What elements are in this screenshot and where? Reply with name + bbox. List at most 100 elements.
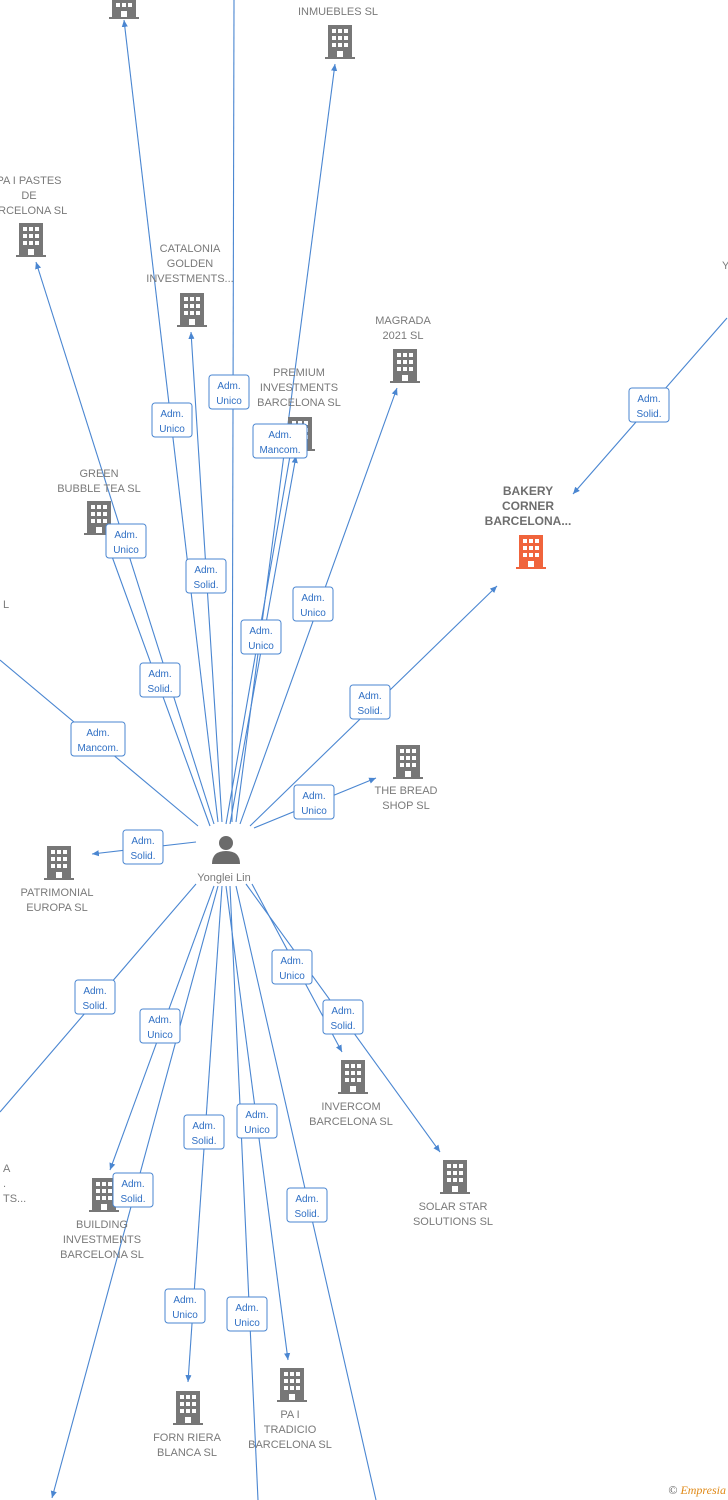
relation-text: Adm. (160, 409, 183, 420)
company-label-solar: SOLAR STAR SOLUTIONS SL (413, 1201, 493, 1228)
edge-line-21 (229, 885, 259, 1500)
label-line: BUBBLE TEA SL (57, 483, 141, 495)
company-node-top_left[interactable] (109, 0, 139, 19)
company-node-green[interactable]: GREEN BUBBLE TEA SL (57, 468, 141, 535)
label-line: PA I (280, 1409, 299, 1421)
edge-line-2 (231, 0, 235, 823)
relation-text: Adm. (148, 1015, 171, 1026)
label-line: TRADICIO (264, 1424, 317, 1436)
relation-badge-r16[interactable]: Adm.Solid. (74, 979, 116, 1015)
company-node-right_yo[interactable]: Yo (722, 260, 728, 272)
relation-badge-r6[interactable]: Adm.Solid. (139, 662, 181, 698)
relation-badge-r7[interactable]: Adm.Unico (292, 586, 334, 622)
label-line: FORN RIERA (153, 1432, 222, 1444)
relation-text: Unico (147, 1030, 173, 1041)
company-node-magrada[interactable]: MAGRADA 2021 SL (375, 315, 431, 383)
building-icon (173, 1391, 203, 1425)
relation-badge-r5[interactable]: Adm.Unico (105, 523, 147, 559)
relation-box (139, 662, 181, 698)
label-line: DE (21, 190, 36, 202)
relation-text: Adm. (86, 728, 109, 739)
company-node-pa_pastes[interactable]: PA I PASTESDEARCELONA SL (0, 175, 67, 257)
label-line: 2021 SL (383, 330, 424, 342)
company-node-bread[interactable]: THE BREAD SHOP SL (375, 745, 438, 812)
company-node-left_l[interactable]: L (3, 599, 9, 611)
relation-text: Solid. (82, 1001, 107, 1012)
building-icon (440, 1160, 470, 1194)
label-line: BARCELONA SL (309, 1116, 393, 1128)
relation-text: Adm. (331, 1006, 354, 1017)
relation-badge-r1[interactable]: Adm.Unico (208, 374, 250, 410)
relation-badge-r15[interactable]: Adm.Solid. (322, 999, 364, 1035)
copyright-symbol: © (668, 1483, 678, 1497)
company-label-pa_pastes: PA I PASTESDEARCELONA SL (0, 175, 67, 217)
company-node-solar[interactable]: SOLAR STAR SOLUTIONS SL (413, 1160, 493, 1228)
company-label-inmuebles: INMUEBLES SL (298, 6, 378, 18)
relation-text: Solid. (120, 1194, 145, 1205)
label-line: PATRIMONIAL (21, 887, 94, 899)
center-person[interactable]: Yonglei Lin (197, 836, 251, 884)
relation-badge-r19[interactable]: Adm.Unico (236, 1103, 278, 1139)
relation-text: Adm. (295, 1194, 318, 1205)
relation-box (349, 684, 391, 720)
label-line: BUILDING (76, 1219, 128, 1231)
relation-badge-r2[interactable]: Adm.Unico (151, 402, 193, 438)
relation-badge-r21[interactable]: Adm.Solid. (286, 1187, 328, 1223)
relation-box (293, 784, 335, 820)
relation-badge-r14[interactable]: Adm.Unico (271, 949, 313, 985)
relation-text: Adm. (217, 381, 240, 392)
relation-text: Unico (244, 1125, 270, 1136)
relation-badge-r23[interactable]: Adm.Unico (226, 1296, 268, 1332)
relation-badge-r22[interactable]: Adm.Unico (164, 1288, 206, 1324)
relation-text: Adm. (301, 593, 324, 604)
relation-text: Solid. (193, 580, 218, 591)
label-line: ARCELONA SL (0, 205, 67, 217)
company-node-inmuebles[interactable]: INMUEBLES SL (298, 6, 378, 59)
relation-badge-r17[interactable]: Adm. Unico (139, 1008, 181, 1044)
label-line: MAGRADA (375, 315, 431, 327)
relation-box (226, 1296, 268, 1332)
relation-box (183, 1114, 225, 1150)
relation-badge-r13[interactable]: Adm.Solid. (122, 829, 164, 865)
relation-box (164, 1288, 206, 1324)
relation-badge-r3[interactable]: Adm.Mancom. (252, 423, 308, 459)
relation-text: Adm. (131, 836, 154, 847)
relation-text: Solid. (191, 1136, 216, 1147)
label-line: INVESTMENTS... (146, 273, 233, 285)
building-icon (109, 0, 139, 19)
relation-badge-r4[interactable]: Adm.Solid. (185, 558, 227, 594)
relation-box (151, 402, 193, 438)
company-node-left_cut[interactable]: A.TS... (3, 1163, 26, 1205)
building-icon (393, 745, 423, 779)
relation-box (139, 1008, 181, 1044)
building-icon (277, 1368, 307, 1402)
relation-badge-r8[interactable]: Adm.Unico (240, 619, 282, 655)
relation-badge-r20[interactable]: Adm.Solid. (112, 1172, 154, 1208)
label-line: GREEN (79, 468, 118, 480)
relation-badge-r9[interactable]: Adm.Solid. (349, 684, 391, 720)
relation-badge-r18[interactable]: Adm.Solid. (183, 1114, 225, 1150)
relation-badge-r10[interactable]: Adm.Mancom. (70, 721, 126, 757)
relation-box (286, 1187, 328, 1223)
label-line: SOLUTIONS SL (413, 1216, 493, 1228)
relation-badge-r12[interactable]: Adm.Unico (293, 784, 335, 820)
relation-badge-r11[interactable]: Adm.Solid. (628, 387, 670, 423)
label-line: . (3, 1178, 6, 1190)
relation-box (236, 1103, 278, 1139)
label-line: SOLAR STAR (419, 1201, 488, 1213)
label-line: SHOP SL (382, 800, 430, 812)
building-icon (16, 223, 46, 257)
relation-text: Adm. (249, 626, 272, 637)
label-line: THE BREAD (375, 785, 438, 797)
